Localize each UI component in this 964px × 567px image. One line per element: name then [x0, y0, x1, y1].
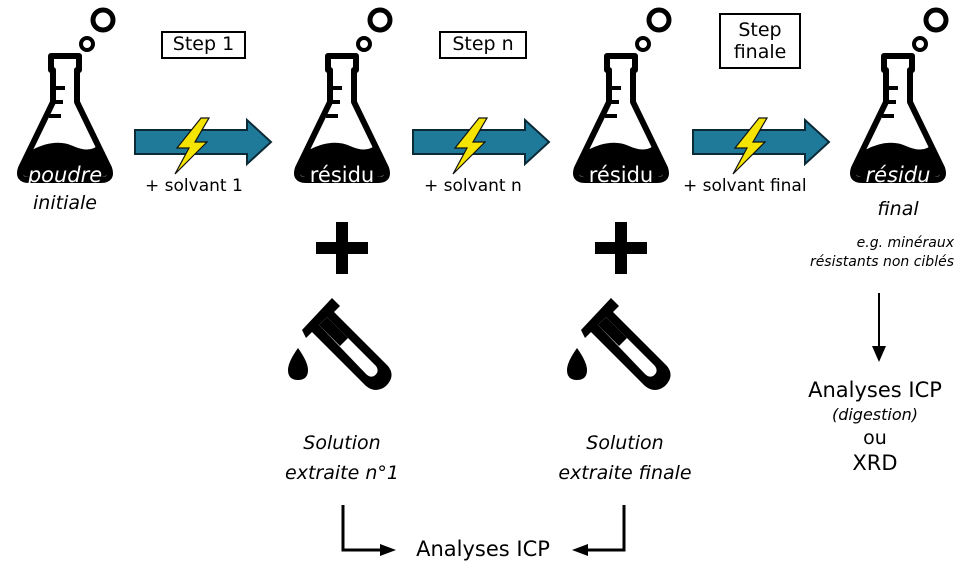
flask-icon-final [853, 10, 946, 180]
flask-icon-residu-1 [297, 10, 390, 180]
final-note-line-2: résistants non ciblés [809, 254, 954, 270]
flask-label-residu-1: résidu [310, 163, 375, 187]
step-1-box: Step 1 [161, 31, 246, 59]
solvent-final-label: + solvant final [683, 176, 807, 196]
arrow-down-icon [872, 293, 886, 362]
analyses-icp-bottom: Analyses ICP [416, 537, 550, 561]
process-arrow-n [412, 117, 550, 175]
final-note-line-1: e.g. minéraux [856, 235, 954, 251]
solvent-n-label: + solvant n [424, 176, 522, 196]
flask-label-residu-2: résidu [589, 163, 654, 187]
solution-2-line-1: Solution [586, 432, 664, 454]
plus-icon-2 [595, 222, 647, 274]
flask-label-final: résidu [866, 163, 931, 187]
step-finale-box: Step finale [719, 13, 801, 69]
analyses-right-line-2: (digestion) [831, 405, 919, 424]
flask-caption-final: final [877, 198, 919, 220]
step-n-box: Step n [439, 31, 527, 59]
flask-label-initial: poudre [27, 163, 102, 187]
step-finale-label-2: finale [733, 41, 787, 63]
solution-2-line-2: extraite finale [558, 462, 692, 484]
connector-arrow-left [341, 505, 396, 556]
flask-caption-initial: initiale [33, 192, 97, 214]
final-note: e.g. minéraux résistants non ciblés [714, 234, 954, 272]
analyses-right-line-1: Analyses ICP [808, 378, 942, 402]
solution-1-caption: Solution extraite n°1 [252, 428, 432, 488]
solvent-1-label: + solvant 1 [145, 176, 243, 196]
analyses-right-line-4: XRD [852, 451, 898, 475]
process-arrow-final [692, 117, 830, 175]
solution-2-caption: Solution extraite finale [520, 428, 730, 488]
test-tube-icon-1 [288, 298, 392, 390]
step-n-label: Step n [452, 33, 514, 55]
plus-icon-1 [316, 222, 368, 274]
analyses-right: Analyses ICP (digestion) ou XRD [790, 376, 960, 476]
process-arrow-1 [134, 117, 272, 175]
flask-icon-residu-2 [576, 10, 669, 180]
analyses-right-line-3: ou [863, 427, 887, 449]
flask-icon-initial [20, 10, 113, 180]
step-1-label: Step 1 [172, 33, 235, 55]
connector-arrow-right [572, 505, 626, 556]
test-tube-icon-2 [567, 298, 671, 390]
solution-1-line-1: Solution [303, 432, 381, 454]
step-finale-label-1: Step [738, 19, 782, 41]
solution-1-line-2: extraite n°1 [285, 462, 399, 484]
